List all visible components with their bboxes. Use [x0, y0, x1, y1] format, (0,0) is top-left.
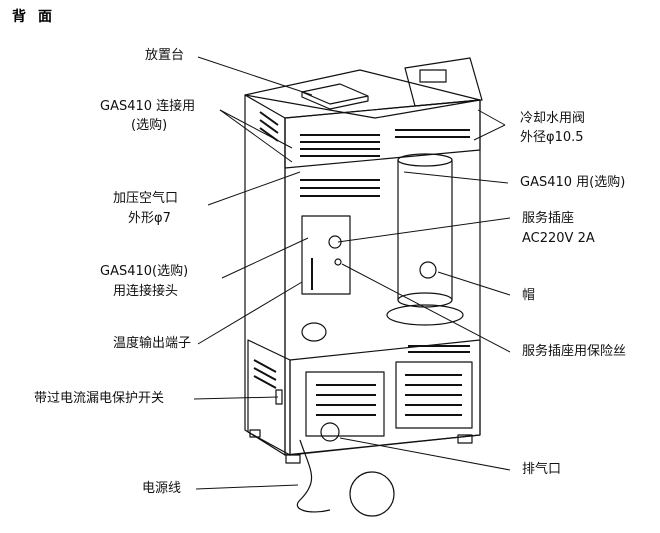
label-leakage-breaker: 带过电流漏电保护开关: [34, 391, 165, 406]
cabinet-left-body: [244, 94, 286, 456]
label-temperature-output: 温度输出端子: [113, 336, 192, 351]
connector-panel: [301, 215, 351, 295]
label-gas410-connection-optional: (选购): [131, 118, 168, 133]
label-gas410-optional: GAS410 用(选购): [520, 175, 626, 190]
valve-housing: [404, 57, 483, 107]
label-service-outlet: 服务插座: [522, 211, 575, 226]
lower-front: [289, 339, 481, 456]
leader-lines: [193, 56, 511, 490]
column-base: [386, 304, 464, 326]
label-service-outlet-rating: AC220V 2A: [522, 231, 595, 246]
label-outlet-fuse: 服务插座用保险丝: [522, 344, 627, 359]
label-cooling-valve-size: 外径φ10.5: [520, 130, 584, 145]
label-placement-table: 放置台: [145, 48, 185, 63]
label-gas410-connection: GAS410 连接用: [100, 99, 196, 114]
label-power-cord: 电源线: [142, 481, 182, 496]
cap-knob: [419, 261, 437, 279]
label-gas410-connector: GAS410(选购): [100, 264, 189, 279]
label-pressurized-air: 加压空气口: [113, 191, 179, 206]
valve-box: [419, 69, 447, 83]
power-cord: [296, 439, 331, 513]
exhaust-port-ring: [320, 422, 340, 442]
plug-inset: [349, 471, 395, 517]
page-title: 背面: [12, 9, 64, 25]
lower-vent-right: [395, 361, 473, 429]
lower-vent-left: [305, 371, 385, 437]
round-window: [301, 322, 327, 342]
label-exhaust-port: 排气口: [522, 462, 562, 477]
label-pressurized-air-size: 外形φ7: [128, 211, 171, 226]
label-gas410-connector-2: 用连接接头: [113, 284, 179, 299]
label-cap: 帽: [522, 288, 536, 303]
label-cooling-valve: 冷却水用阀: [520, 111, 586, 126]
